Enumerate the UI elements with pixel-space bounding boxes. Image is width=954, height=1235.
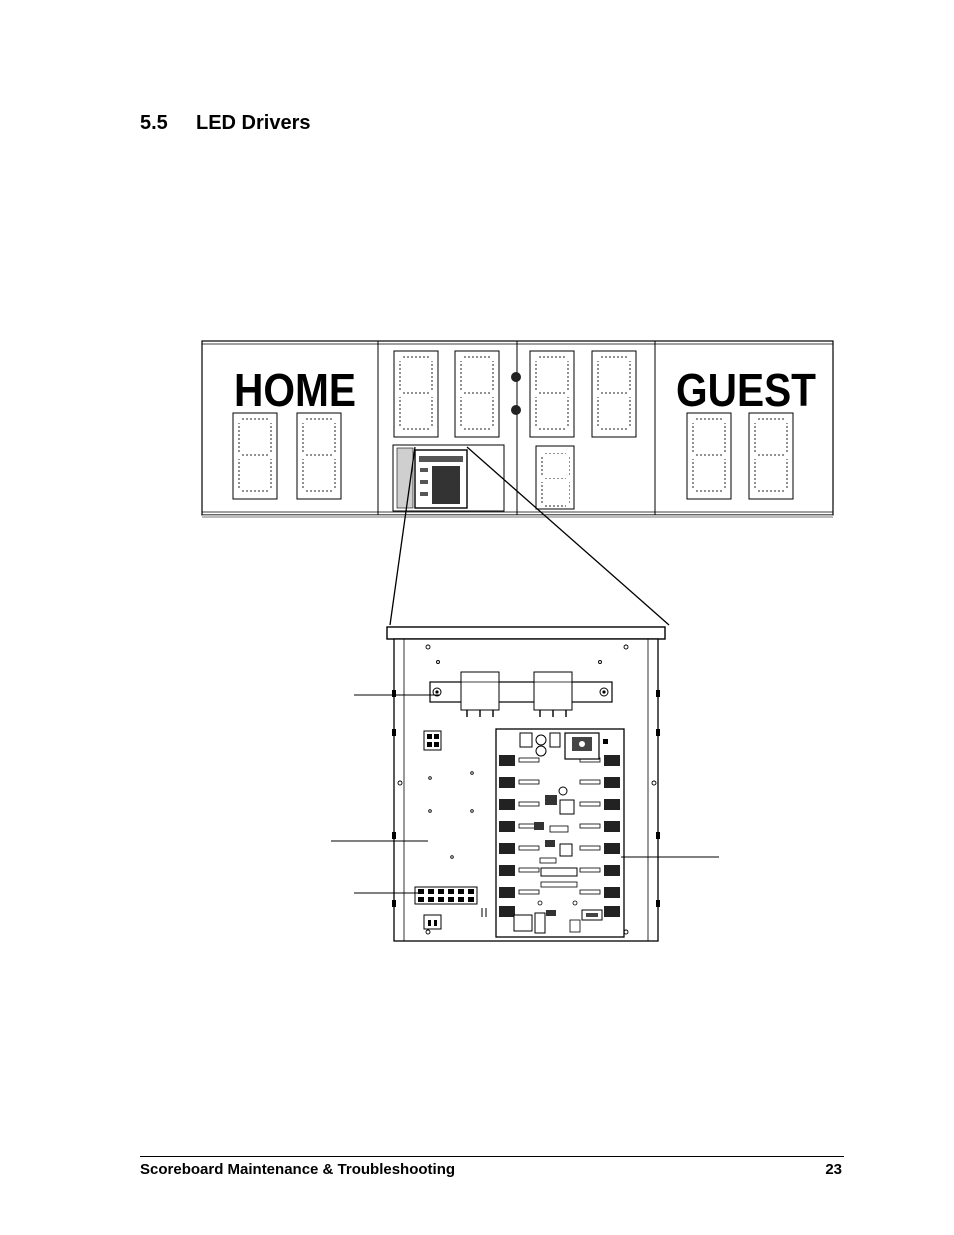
footer-divider [140, 1156, 844, 1157]
input-connector-bracket [429, 671, 613, 717]
callout-leader-lines [331, 694, 719, 894]
footer-title: Scoreboard Maintenance & Troubleshooting [140, 1161, 456, 1178]
voltage-regulator [564, 732, 600, 760]
zoom-callout-lines [389, 446, 670, 626]
clock-colon [511, 372, 521, 382]
section-number: 5.5 [140, 112, 168, 134]
scoreboard: HOME GUEST [201, 340, 834, 518]
led-driver-board [495, 728, 625, 938]
section-heading: 5.5 LED Drivers [140, 112, 311, 135]
clock-colon [511, 405, 521, 415]
driver-enclosure-detail [331, 626, 719, 942]
home-label: HOME [234, 364, 356, 416]
period-digit [535, 445, 575, 510]
section-title: LED Drivers [196, 112, 311, 134]
guest-label: GUEST [676, 364, 816, 416]
page-number: 23 [825, 1161, 842, 1178]
power-terminal-strip [414, 886, 487, 930]
relay-block [423, 730, 442, 751]
